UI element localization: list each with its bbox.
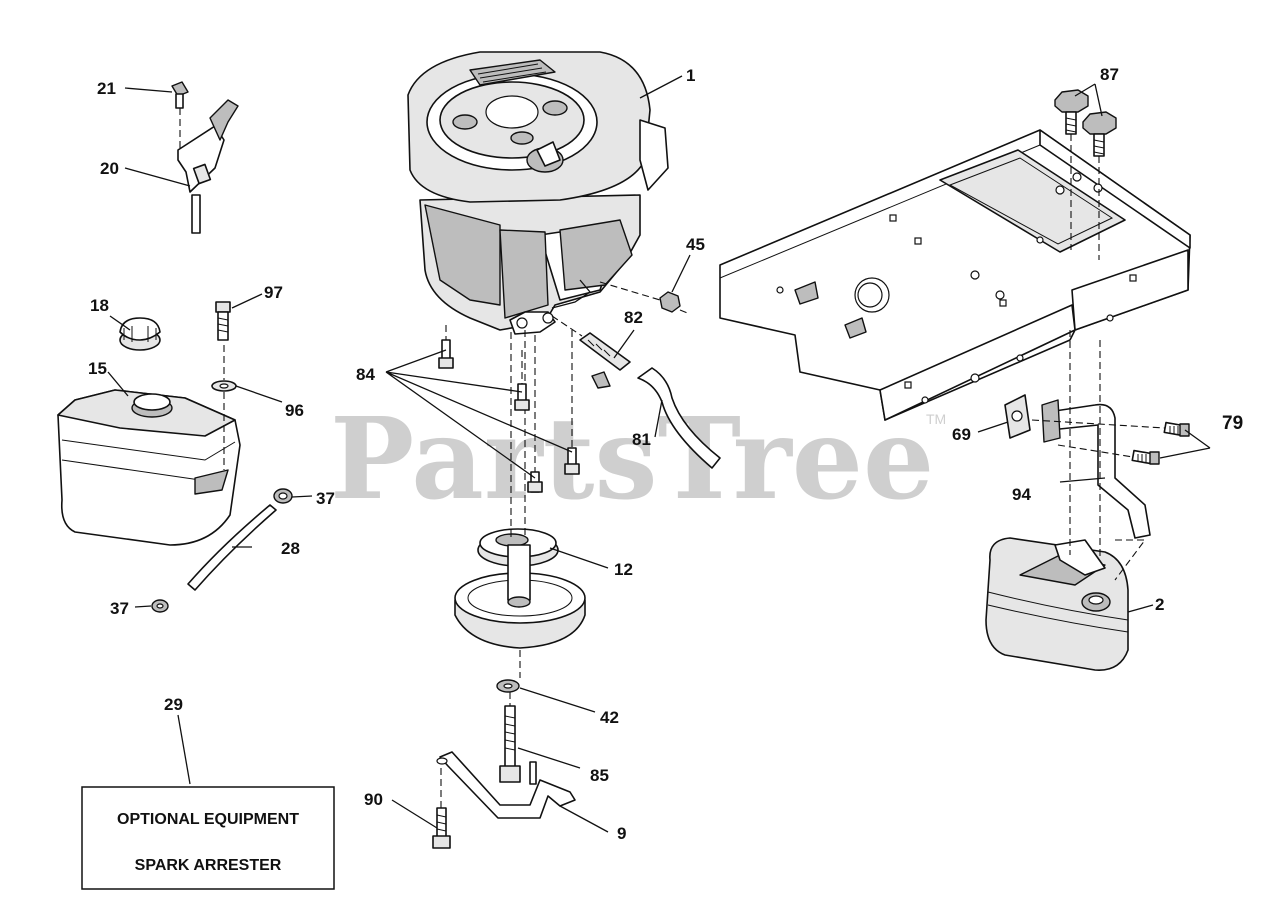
bracket-9[interactable] [436,751,576,819]
gasket-69[interactable] [1004,394,1031,439]
optional-equipment-label: OPTIONAL EQUIPMENT [117,811,299,828]
callout-87: 87 [1100,65,1119,84]
callout-97: 97 [264,283,283,302]
bolt-90[interactable] [432,807,451,849]
callout-37-upper: 37 [316,489,335,508]
bolt-97[interactable] [215,301,231,341]
callout-15: 15 [88,359,107,378]
callout-28: 28 [281,539,300,558]
clamp-37-upper[interactable] [273,488,293,504]
callout-94: 94 [1012,485,1031,504]
nut-45[interactable] [659,291,681,313]
callout-18: 18 [90,296,109,315]
exhaust-pipe-part[interactable] [1041,399,1151,539]
throttle-control-20[interactable] [177,99,239,234]
callout-1: 1 [686,66,695,85]
fuel-cap-18[interactable] [119,317,161,351]
screw-21[interactable] [171,81,189,109]
fuel-tank-15[interactable] [57,389,241,546]
callout-82: 82 [624,308,643,327]
spark-arrester-label: SPARK ARRESTER [135,857,282,874]
callout-37-lower: 37 [110,599,129,618]
fuel-filter-82[interactable] [579,332,631,389]
callout-2: 2 [1155,595,1164,614]
bolts-79[interactable] [1131,421,1190,465]
callout-12: 12 [614,560,633,579]
callout-90: 90 [364,790,383,809]
muffler-part[interactable] [985,537,1129,671]
callout-45: 45 [686,235,705,254]
clamp-37-lower[interactable] [151,599,169,613]
knob-87-left[interactable] [1054,89,1089,135]
callout-21: 21 [97,79,116,98]
callout-29: 29 [164,695,183,714]
engine-part[interactable] [407,51,669,335]
chassis-frame [719,129,1191,421]
callout-96: 96 [285,401,304,420]
watermark-text: PartsTree [330,394,934,525]
callout-42: 42 [600,708,619,727]
washer-42[interactable] [496,679,520,693]
callout-85: 85 [590,766,609,785]
watermark-tm: TM [926,411,946,427]
leader-lines [107,75,1211,833]
fuel-hose-81[interactable] [637,367,721,469]
pulley-12-lower[interactable] [454,544,586,649]
callout-84: 84 [356,365,375,384]
knob-87-right[interactable] [1082,111,1117,157]
callout-9: 9 [617,824,626,843]
bolt-85[interactable] [499,705,521,783]
callout-79: 79 [1222,413,1243,434]
callout-69: 69 [952,425,971,444]
callout-20: 20 [100,159,119,178]
callout-81: 81 [632,430,651,449]
washer-96[interactable] [211,380,237,392]
optional-equipment-box: OPTIONAL EQUIPMENT SPARK ARRESTER [81,786,335,890]
